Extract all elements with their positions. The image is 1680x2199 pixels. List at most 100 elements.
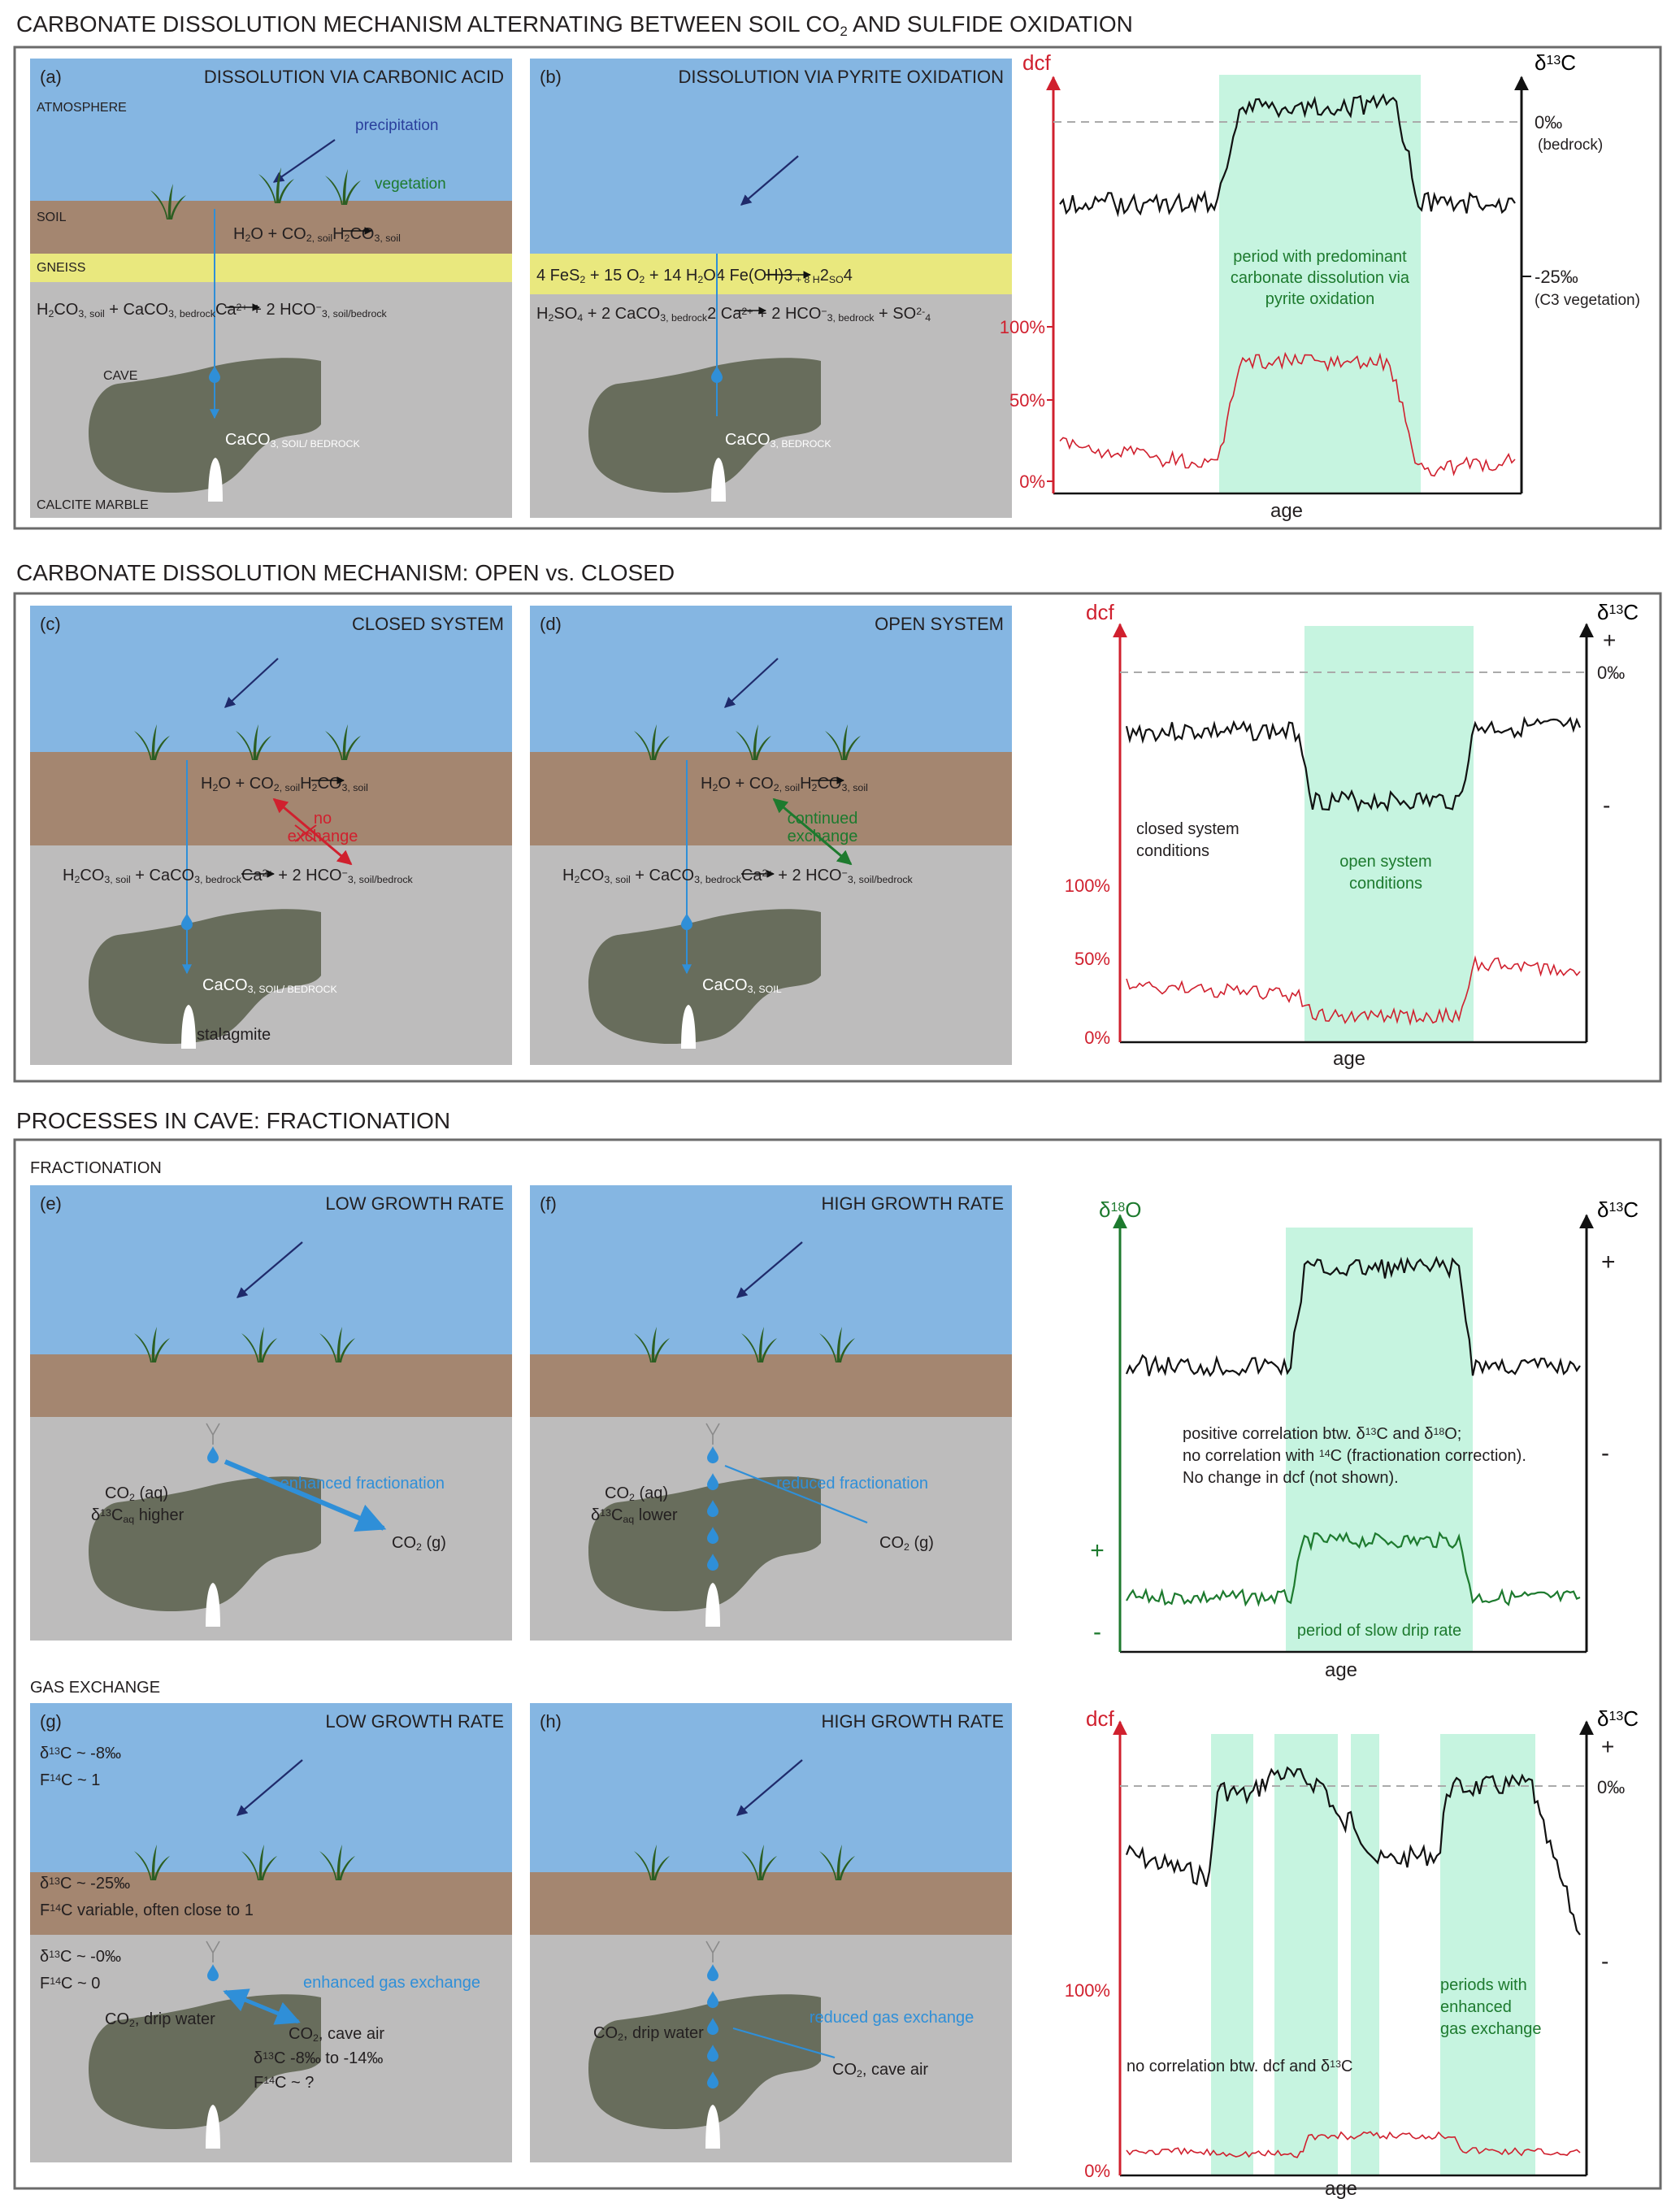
precipitation-arrow	[224, 658, 279, 708]
plus-label: +	[1603, 628, 1616, 653]
vegetation-icon	[319, 1327, 355, 1362]
water-drop-icon	[707, 1554, 719, 1571]
x-axis-label: age	[1270, 500, 1303, 522]
tick-label-zero: 0‰	[1597, 1777, 1625, 1797]
highlight-band	[1286, 1228, 1473, 1652]
d13c-series	[1125, 1255, 1581, 1377]
closed-annotation: conditions	[1136, 842, 1209, 860]
water-drop-icon	[707, 1527, 719, 1545]
product-label: CaCO3, SOIL/ BEDROCK	[225, 431, 360, 450]
cave	[88, 1994, 321, 2130]
water-drop-icon	[711, 366, 723, 384]
fractionation-arrow	[224, 1459, 387, 1532]
precipitation-arrow	[236, 1759, 303, 1816]
dcf-series	[1126, 955, 1581, 1026]
atmosphere-label: ATMOSPHERE	[37, 101, 127, 115]
bedrock-isotope-label: δ13C ~ -0‰	[40, 1948, 121, 1966]
cave-air-d13c-label: δ13C -8‰ to -14‰	[254, 2049, 383, 2067]
panel-e	[30, 1185, 512, 1641]
subsection-fractionation: FRACTIONATION	[30, 1159, 162, 1177]
band-annotation: period with predominant	[1233, 248, 1407, 266]
highlight-band	[1274, 1734, 1338, 2175]
equation-pyrite: 4 FeS2 + 15 O2 + 14 H2O4 Fe(OH)3 + 8 H2S…	[536, 267, 853, 285]
y-axis-label-left: dcf	[1022, 50, 1051, 75]
vegetation-label: vegetation	[375, 176, 446, 193]
tick-label-zero: 0‰	[1535, 112, 1562, 133]
vegetation-icon	[134, 1327, 170, 1362]
gneiss-layer	[530, 254, 1012, 294]
soil-isotope-label: F14C variable, often close to 1	[40, 1901, 254, 1919]
product-label: CaCO3, SOIL/ BEDROCK	[202, 976, 337, 995]
drip-water-label: CO2, drip water	[593, 2024, 704, 2043]
dcf-series	[1059, 351, 1516, 477]
cave-air-f14c-label: F14C ~ ?	[254, 2074, 314, 2092]
band-annotation: periods with	[1440, 1976, 1527, 1994]
dcf-tick-label: 50%	[1074, 949, 1110, 969]
gas-exchange-arrow	[732, 2027, 836, 2059]
section-frame-2	[13, 592, 1662, 1083]
d18o-series	[1126, 1531, 1581, 1607]
exchange-arrow	[272, 797, 353, 866]
precipitation-arrow	[740, 155, 799, 206]
equation-bedrock: H2CO3, soil + CaCO3, bedrockCa2+ + 2 HCO…	[562, 867, 914, 885]
d13c-aq-label: δ13Caq lower	[591, 1506, 678, 1525]
co2-gas-label: CO2 (g)	[392, 1534, 446, 1553]
dcf-tick-label: 0%	[1084, 1028, 1110, 1048]
gas-exchange-arrow	[223, 1988, 301, 2025]
panel-heading-b: DISSOLUTION VIA PYRITE OXIDATION	[678, 67, 1004, 87]
vegetation-icon	[741, 1327, 777, 1362]
soda-straw-icon	[206, 1940, 220, 1962]
minus-label: -	[1601, 1949, 1608, 1974]
co2-aq-label: CO2 (aq)	[105, 1484, 168, 1503]
atmosphere-isotope-label: F14C ~ 1	[40, 1771, 100, 1789]
panel-letter: (f)	[540, 1193, 557, 1214]
open-annotation: conditions	[1349, 875, 1422, 893]
open-annotation: open system	[1339, 853, 1431, 871]
vegetation-icon	[134, 724, 170, 760]
soil-label: SOIL	[37, 211, 67, 224]
soda-straw-icon	[206, 1423, 220, 1445]
vegetation-icon	[819, 1845, 855, 1880]
soda-straw-icon	[705, 1940, 720, 1962]
precipitation-arrow	[736, 1759, 803, 1816]
minus-label-left: -	[1093, 1619, 1101, 1645]
highlight-band	[1219, 75, 1421, 493]
tick-note-bedrock: (bedrock)	[1538, 137, 1603, 154]
product-label: CaCO3, BEDROCK	[725, 431, 831, 450]
section-title-1: CARBONATE DISSOLUTION MECHANISM ALTERNAT…	[16, 11, 1133, 39]
subsection-gas-exchange: GAS EXCHANGE	[30, 1679, 160, 1697]
d13c-aq-label: δ13Caq higher	[91, 1506, 184, 1525]
vegetation-icon	[634, 1327, 670, 1362]
vegetation-icon	[241, 1327, 277, 1362]
stalagmite-icon	[208, 458, 223, 502]
fractionation-arrow-label: reduced fractionation	[776, 1475, 928, 1493]
vegetation-icon	[741, 1845, 777, 1880]
equation-bedrock: H2CO3, soil + CaCO3, bedrockCa2+ + 2 HCO…	[63, 867, 414, 885]
equation-bedrock: H2CO3, soil + CaCO3, bedrockCa2+ + 2 HCO…	[37, 301, 388, 319]
panel-letter: (g)	[40, 1711, 62, 1732]
panel-heading: LOW GROWTH RATE	[325, 1711, 504, 1732]
stalagmite-label: stalagmite	[197, 1026, 271, 1044]
atmosphere-layer	[530, 59, 1012, 254]
cave	[88, 1476, 321, 1612]
vegetation-icon	[258, 167, 294, 203]
section-title-3: PROCESSES IN CAVE: FRACTIONATION	[16, 1108, 450, 1133]
exchange-arrow	[772, 797, 853, 866]
water-drop-icon	[707, 2045, 719, 2062]
gneiss-label: GNEISS	[37, 261, 85, 275]
vegetation-icon	[819, 1327, 855, 1362]
precipitation-label: precipitation	[355, 117, 438, 134]
gneiss-layer	[30, 254, 512, 282]
vegetation-icon	[134, 1845, 170, 1880]
vegetation-icon	[825, 724, 861, 760]
dcf-tick-label: 100%	[1065, 1980, 1110, 2001]
water-drop-icon	[209, 366, 220, 384]
panel-letter: (d)	[540, 614, 562, 634]
panel-heading: LOW GROWTH RATE	[325, 1193, 504, 1214]
section-frame-1	[13, 46, 1662, 530]
highlight-band	[1351, 1734, 1379, 2175]
stalagmite-icon	[681, 1005, 696, 1049]
y-axis-label-left: δ18O	[1099, 1197, 1142, 1222]
vegetation-icon	[325, 724, 361, 760]
